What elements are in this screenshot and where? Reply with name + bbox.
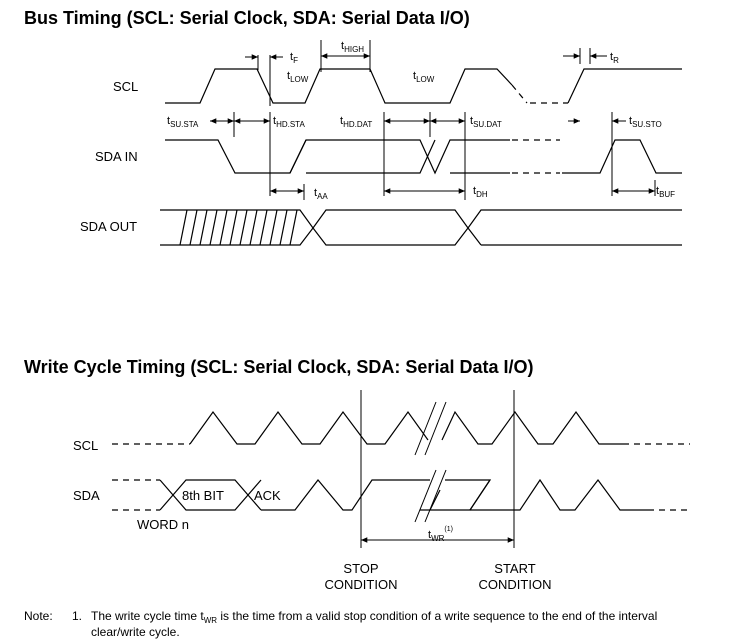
note-label: Note: bbox=[24, 609, 53, 623]
bus-sda-out-waveform bbox=[312, 209, 469, 246]
stop-label-line1: STOP bbox=[343, 561, 378, 576]
write-sda-waveform bbox=[261, 479, 430, 511]
bus-sda-out-label: SDA OUT bbox=[80, 219, 137, 234]
bus-sda-out-hatch bbox=[179, 209, 298, 246]
label-tlow-1: tLOW bbox=[287, 70, 309, 84]
write-scl-label: SCL bbox=[73, 438, 98, 453]
bus-sda-in-waveform-end bbox=[562, 139, 682, 174]
label-twr: tWR(1) bbox=[428, 526, 453, 543]
bus-sda-in-waveform bbox=[165, 139, 510, 175]
note-line-2: clear/write cycle. bbox=[91, 625, 180, 639]
bus-scl-dash bbox=[511, 84, 528, 104]
label-tsu-dat: tSU.DAT bbox=[470, 115, 502, 129]
bus-sda-in-waveform bbox=[306, 139, 436, 174]
label-ack: ACK bbox=[254, 488, 281, 503]
write-sda-label: SDA bbox=[73, 488, 100, 503]
bus-sda-in-label: SDA IN bbox=[95, 149, 138, 164]
write-cycle-title: Write Cycle Timing (SCL: Serial Clock, S… bbox=[24, 357, 533, 377]
stop-label-line2: CONDITION bbox=[325, 577, 398, 592]
bus-scl-waveform-end bbox=[567, 68, 682, 104]
note-number: 1. bbox=[72, 609, 82, 623]
write-scl-waveform bbox=[441, 410, 623, 445]
bus-sda-out-waveform bbox=[467, 209, 682, 246]
label-tsu-sta: tSU.STA bbox=[167, 115, 199, 129]
bus-reference-lines bbox=[233, 40, 656, 200]
label-tsu-sto: tSU.STO bbox=[629, 115, 662, 129]
label-8th-bit: 8th BIT bbox=[182, 488, 224, 503]
bus-timing-title: Bus Timing (SCL: Serial Clock, SDA: Seri… bbox=[24, 8, 470, 28]
write-sda-waveform bbox=[469, 478, 648, 511]
label-tbuf: tBUF bbox=[656, 185, 675, 199]
label-taa: tAA bbox=[314, 187, 328, 201]
start-label-line2: CONDITION bbox=[479, 577, 552, 592]
label-thd-sta: tHD.STA bbox=[273, 115, 305, 129]
label-word-n: WORD n bbox=[137, 517, 189, 532]
bus-scl-label: SCL bbox=[113, 79, 138, 94]
label-tr: tR bbox=[610, 51, 619, 65]
label-tdh: tDH bbox=[473, 185, 488, 199]
label-thd-dat: tHD.DAT bbox=[340, 115, 372, 129]
write-sda-waveform bbox=[159, 479, 262, 511]
label-tlow-2: tLOW bbox=[413, 70, 435, 84]
bus-timing-arrows bbox=[210, 53, 655, 194]
start-label-line1: START bbox=[494, 561, 535, 576]
note-line-1: The write cycle time tWR is the time fro… bbox=[91, 609, 657, 625]
write-scl-waveform bbox=[189, 410, 429, 445]
bus-sda-in-waveform bbox=[289, 139, 307, 174]
bus-scl-waveform bbox=[165, 68, 513, 104]
label-tf: tF bbox=[290, 51, 298, 65]
label-thigh: tHIGH bbox=[341, 40, 364, 54]
write-break-marks bbox=[414, 401, 447, 523]
